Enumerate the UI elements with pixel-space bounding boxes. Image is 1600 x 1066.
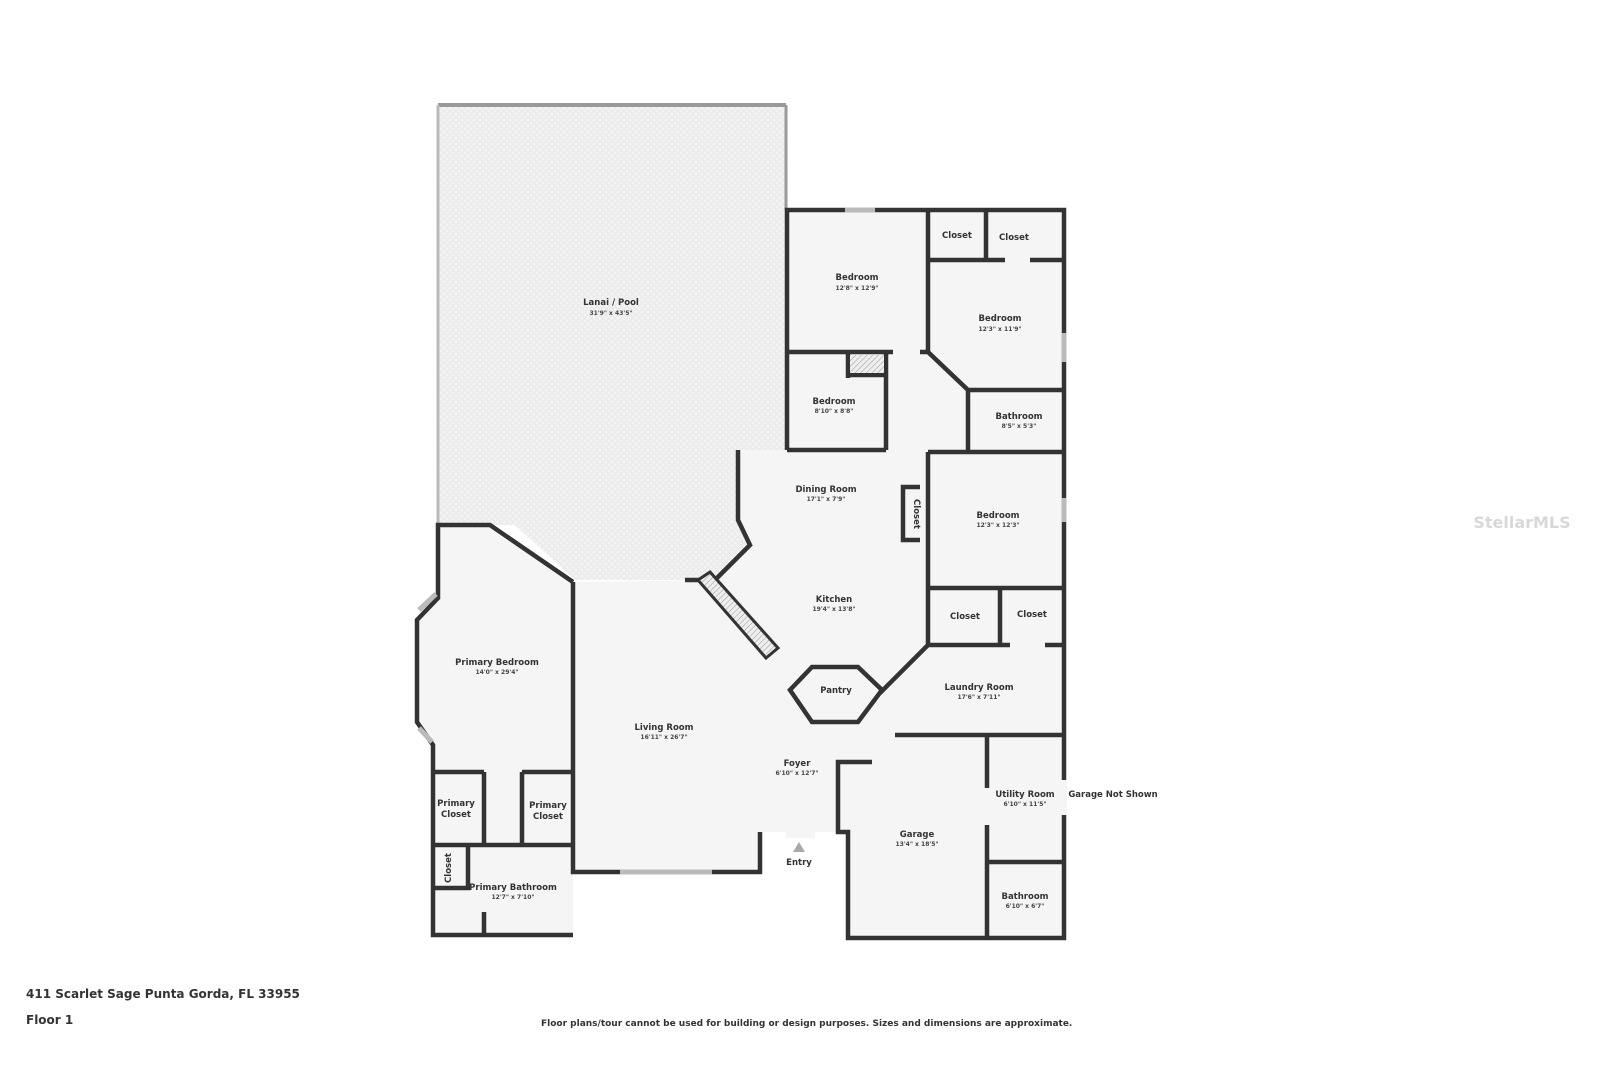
room-name-primary-closet: Closet <box>441 810 471 820</box>
doors-windows <box>417 207 1067 875</box>
room-name-bedroom: Bedroom <box>835 273 878 283</box>
room-name-kitchen: Kitchen <box>816 595 852 605</box>
lanai-floor <box>438 105 786 580</box>
entry-label: Entry <box>786 858 812 868</box>
room-dim-foyer: 6'10" x 12'7" <box>775 770 818 777</box>
room-dim-dining: 17'1" x 7'9" <box>807 496 846 503</box>
room-name-dining: Dining Room <box>795 485 856 495</box>
room-name-bedroom: Bedroom <box>976 511 1019 521</box>
room-name-closet: Closet <box>950 612 980 622</box>
room-dim-bedroom: 12'3" x 11'9" <box>978 326 1021 333</box>
room-name-closet: Closet <box>911 499 921 529</box>
room-name-bedroom: Bedroom <box>812 397 855 407</box>
room-name-primary-closet: Closet <box>533 812 563 822</box>
hatched-storage <box>850 355 884 373</box>
room-dim-kitchen: 19'4" x 13'8" <box>812 606 855 613</box>
walls <box>414 207 1067 941</box>
entry-arrow-icon <box>793 842 805 852</box>
room-dim-primary-bedroom: 14'0" x 29'4" <box>475 669 518 676</box>
room-dim-bathroom: 6'10" x 6'7" <box>1006 903 1045 910</box>
room-dim-bedroom: 12'3" x 12'3" <box>976 522 1019 529</box>
room-name-bathroom: Bathroom <box>1001 892 1048 902</box>
room-dim-bedroom: 8'10" x 8'8" <box>815 408 854 415</box>
address: 411 Scarlet Sage Punta Gorda, FL 33955 <box>26 987 300 1001</box>
room-name-closet: Closet <box>999 233 1029 243</box>
room-name-foyer: Foyer <box>784 759 812 769</box>
room-name-closet: Closet <box>942 231 972 241</box>
garage-note: Garage Not Shown <box>1068 790 1157 800</box>
room-dim-garage: 13'4" x 18'5" <box>895 841 938 848</box>
floor-label: Floor 1 <box>26 1013 74 1027</box>
room-dim-utility: 6'10" x 11'5" <box>1003 801 1046 808</box>
stairs <box>695 570 781 661</box>
room-dim-living: 16'11" x 26'7" <box>640 734 687 741</box>
watermark: StellarMLS <box>1473 513 1570 532</box>
lanai-walls <box>436 103 788 525</box>
room-name-pantry: Pantry <box>820 686 852 696</box>
room-dim-bedroom: 12'8" x 12'9" <box>835 285 878 292</box>
room-name-utility: Utility Room <box>995 790 1054 800</box>
room-name-garage: Garage <box>900 830 935 840</box>
room-name-living: Living Room <box>635 723 694 733</box>
room-dim-lanai: 31'9" x 43'5" <box>589 310 632 317</box>
room-name-laundry: Laundry Room <box>944 683 1013 693</box>
room-name-primary-bedroom: Primary Bedroom <box>455 658 539 668</box>
room-name-closet: Closet <box>1017 610 1047 620</box>
room-name-primary-closet: Primary <box>437 799 475 809</box>
room-name-bedroom: Bedroom <box>978 314 1021 324</box>
house-floor <box>417 210 1064 938</box>
room-name-lanai: Lanai / Pool <box>583 298 639 308</box>
room-dim-laundry: 17'6" x 7'11" <box>957 694 1000 701</box>
room-name-bathroom: Bathroom <box>995 412 1042 422</box>
room-dim-bathroom: 8'5" x 5'3" <box>1002 423 1037 430</box>
room-name-primary-bathroom: Primary Bathroom <box>469 883 557 893</box>
room-name-closet: Closet <box>444 853 454 883</box>
room-name-primary-closet: Primary <box>529 801 567 811</box>
disclaimer: Floor plans/tour cannot be used for buil… <box>541 1019 1073 1029</box>
room-dim-primary-bathroom: 12'7" x 7'10" <box>491 894 534 901</box>
